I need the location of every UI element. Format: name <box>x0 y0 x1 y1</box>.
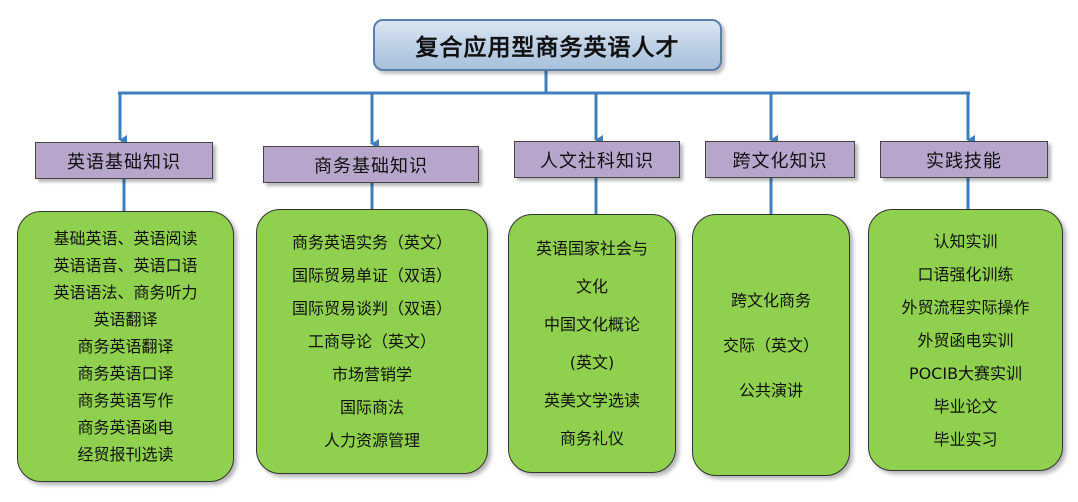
list-item: 商务英语写作 <box>77 391 174 410</box>
content-box-humanities: 英语国家社会与 文化 中国文化概论 (英文) 英美文学选读 商务礼仪 <box>508 214 676 473</box>
list-item: 外贸函电实训 <box>917 330 1014 350</box>
list-item: 基础英语、英语阅读 <box>53 229 198 248</box>
list-item: 跨文化商务 <box>730 290 811 310</box>
list-item: 国际商法 <box>339 398 404 417</box>
content-box-english-basics: 基础英语、英语阅读 英语语音、英语口语 英语语法、商务听力 英语翻译 商务英语翻… <box>17 211 234 482</box>
list-item: 英语语音、英语口语 <box>53 256 198 275</box>
list-item: 商务英语实务（英文） <box>291 233 452 252</box>
list-item: 口语强化训练 <box>917 264 1014 284</box>
category-practical-skills: 实践技能 <box>880 141 1048 178</box>
category-business-basics: 商务基础知识 <box>263 146 479 183</box>
list-item: 英语国家社会与 <box>535 238 648 258</box>
list-item: 商务英语函电 <box>77 418 174 437</box>
list-item: 国际贸易单证（双语） <box>291 266 452 285</box>
list-item: 认知实训 <box>933 231 998 251</box>
list-item: 毕业论文 <box>933 396 998 416</box>
list-item: 文化 <box>575 276 608 296</box>
list-item: 人力资源管理 <box>323 431 420 450</box>
root-title: 复合应用型商务英语人才 <box>373 19 722 71</box>
list-item: 中国文化概论 <box>543 314 640 334</box>
category-english-basics: 英语基础知识 <box>35 142 213 179</box>
category-cross-cultural: 跨文化知识 <box>705 141 855 178</box>
list-item: 国际贸易谈判（双语） <box>291 299 452 318</box>
list-item: POCIB大赛实训 <box>908 363 1023 383</box>
category-humanities: 人文社科知识 <box>514 141 680 178</box>
content-box-practical-skills: 认知实训 口语强化训练 外贸流程实际操作 外贸函电实训 POCIB大赛实训 毕业… <box>868 209 1063 471</box>
list-item: (英文) <box>569 352 615 372</box>
list-item: 经贸报刊选读 <box>77 445 174 464</box>
list-item: 毕业实习 <box>933 429 998 449</box>
list-item: 外贸流程实际操作 <box>901 297 1030 317</box>
list-item: 英美文学选读 <box>543 390 640 410</box>
list-item: 市场营销学 <box>331 365 412 384</box>
content-box-cross-cultural: 跨文化商务 交际（英文） 公共演讲 <box>692 214 850 476</box>
list-item: 公共演讲 <box>738 380 803 400</box>
list-item: 商务礼仪 <box>559 428 624 448</box>
list-item: 英语翻译 <box>93 310 158 329</box>
list-item: 工商导论（英文） <box>307 332 436 351</box>
list-item: 商务英语口译 <box>77 364 174 383</box>
list-item: 交际（英文） <box>722 335 819 355</box>
list-item: 英语语法、商务听力 <box>53 283 198 302</box>
list-item: 商务英语翻译 <box>77 337 174 356</box>
content-box-business-basics: 商务英语实务（英文） 国际贸易单证（双语） 国际贸易谈判（双语） 工商导论（英文… <box>256 209 488 474</box>
